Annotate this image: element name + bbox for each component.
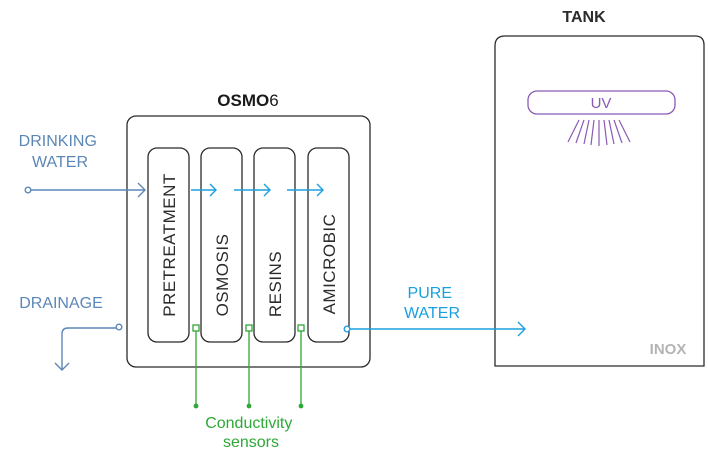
stage-pretreatment: [147, 147, 190, 343]
drainage-label: DRAINAGE: [19, 295, 103, 312]
drinking-water-arrow: [24, 182, 146, 198]
tank-title: TANK: [562, 9, 606, 26]
tank-material: INOX: [650, 341, 687, 358]
stage-label-resins: RESINS: [266, 251, 285, 317]
sensor-1: [192, 324, 200, 332]
unit-title-bold: OSMO: [217, 91, 269, 110]
uv-lamp: [527, 90, 676, 115]
pure-water-line2: WATER: [404, 305, 460, 322]
drinking-water-line1: DRINKING: [19, 133, 97, 150]
stage-osmosis: [200, 147, 243, 343]
sensors-label-line2: sensors: [223, 434, 279, 451]
pure-water-arrow: [343, 321, 526, 337]
conductivity-sensors: [192, 324, 305, 409]
stage-label-osmosis: OSMOSIS: [213, 234, 232, 317]
stage-label-pretreatment: PRETREATMENT: [160, 173, 179, 317]
unit-title: OSMO6: [217, 91, 278, 110]
drinking-water-line2: WATER: [32, 154, 88, 171]
stage-amicrobic: [307, 147, 350, 343]
drinking-water-label: DRINKING WATER: [19, 133, 102, 171]
conductivity-sensors-label: Conductivity sensors: [205, 415, 297, 451]
internal-flow-arrows: [191, 183, 324, 197]
unit-title-suffix: 6: [269, 91, 278, 110]
tank-body: [494, 35, 705, 367]
sensor-2: [245, 324, 253, 332]
stage-resins: [253, 147, 296, 343]
pure-water-line1: PURE: [408, 285, 452, 302]
uv-label: UV: [591, 95, 612, 112]
stage-label-amicrobic: AMICROBIC: [320, 214, 339, 315]
drainage-arrow: [54, 323, 123, 371]
uv-rays-icon: [567, 119, 631, 146]
pure-water-label: PURE WATER: [404, 285, 460, 322]
sensors-label-line1: Conductivity: [205, 415, 292, 432]
sensor-3: [297, 324, 305, 332]
